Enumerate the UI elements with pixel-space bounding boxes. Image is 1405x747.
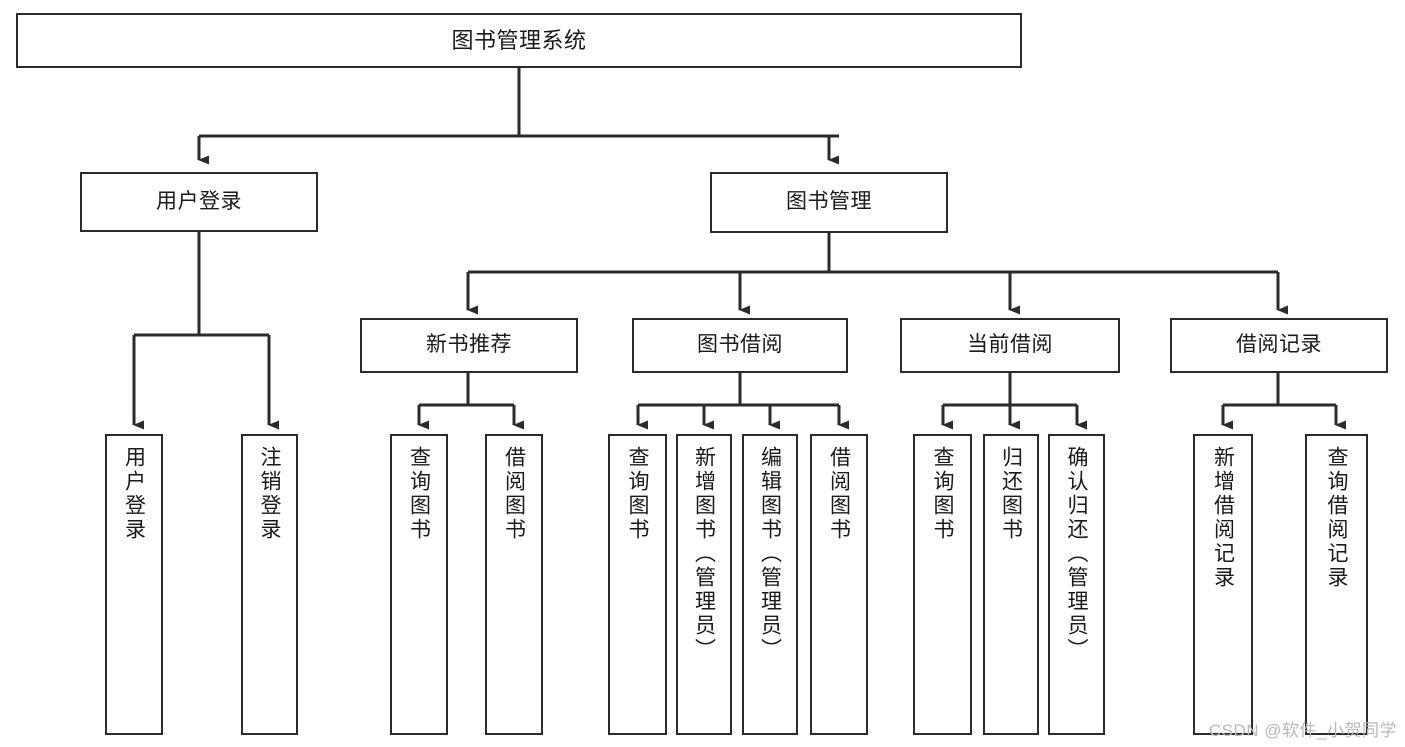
node-new-book-rec[interactable]: 新书推荐 <box>360 318 578 373</box>
node-leaf-borrow-book-rec[interactable]: 借阅图书 <box>485 434 543 735</box>
node-current-borrow-label: 当前借阅 <box>967 333 1053 357</box>
node-user-login[interactable]: 用户登录 <box>80 172 318 232</box>
node-book-manage-label: 图书管理 <box>786 190 872 214</box>
node-leaf-query-book-borrow-label: 查询图书 <box>626 446 649 542</box>
node-leaf-query-borrow-record-label: 查询借阅记录 <box>1325 446 1348 590</box>
node-book-manage[interactable]: 图书管理 <box>710 172 948 233</box>
node-leaf-add-borrow-record-label: 新增借阅记录 <box>1211 446 1235 590</box>
node-leaf-query-borrow-record[interactable]: 查询借阅记录 <box>1305 434 1368 735</box>
node-leaf-edit-book-admin-label: 编辑图书（管理员） <box>758 446 782 662</box>
node-user-login-label: 用户登录 <box>156 189 242 213</box>
node-leaf-confirm-return-admin-label: 确认归还（管理员） <box>1065 446 1088 662</box>
node-leaf-return-book[interactable]: 归还图书 <box>983 434 1039 735</box>
node-leaf-confirm-return-admin[interactable]: 确认归还（管理员） <box>1048 434 1105 735</box>
node-root-label: 图书管理系统 <box>451 27 587 53</box>
node-leaf-user-login-label: 用户登录 <box>122 446 146 542</box>
node-leaf-borrow-book-label: 借阅图书 <box>827 446 851 542</box>
node-leaf-query-book-current-label: 查询图书 <box>931 446 954 542</box>
node-current-borrow[interactable]: 当前借阅 <box>900 318 1120 373</box>
node-root[interactable]: 图书管理系统 <box>16 13 1022 68</box>
node-book-borrow[interactable]: 图书借阅 <box>632 318 848 373</box>
node-leaf-borrow-book[interactable]: 借阅图书 <box>810 434 868 735</box>
node-leaf-query-book-rec[interactable]: 查询图书 <box>390 434 448 735</box>
node-leaf-add-book-admin[interactable]: 新增图书（管理员） <box>676 434 732 735</box>
node-leaf-query-book-current[interactable]: 查询图书 <box>913 434 972 735</box>
node-leaf-query-book-rec-label: 查询图书 <box>407 446 431 542</box>
node-book-borrow-label: 图书借阅 <box>697 333 783 357</box>
node-leaf-return-book-label: 归还图书 <box>999 446 1023 542</box>
node-borrow-record[interactable]: 借阅记录 <box>1170 318 1388 373</box>
node-new-book-rec-label: 新书推荐 <box>426 333 512 357</box>
node-borrow-record-label: 借阅记录 <box>1236 333 1322 357</box>
node-leaf-logout[interactable]: 注销登录 <box>241 434 298 735</box>
node-leaf-logout-label: 注销登录 <box>258 446 281 542</box>
watermark-text: CSDN @软件_小贺同学 <box>1208 721 1397 740</box>
node-leaf-add-book-admin-label: 新增图书（管理员） <box>692 446 716 662</box>
node-leaf-add-borrow-record[interactable]: 新增借阅记录 <box>1193 434 1253 735</box>
node-leaf-user-login[interactable]: 用户登录 <box>105 434 163 735</box>
node-leaf-query-book-borrow[interactable]: 查询图书 <box>608 434 667 735</box>
node-leaf-borrow-book-rec-label: 借阅图书 <box>502 446 526 542</box>
node-leaf-edit-book-admin[interactable]: 编辑图书（管理员） <box>742 434 798 735</box>
